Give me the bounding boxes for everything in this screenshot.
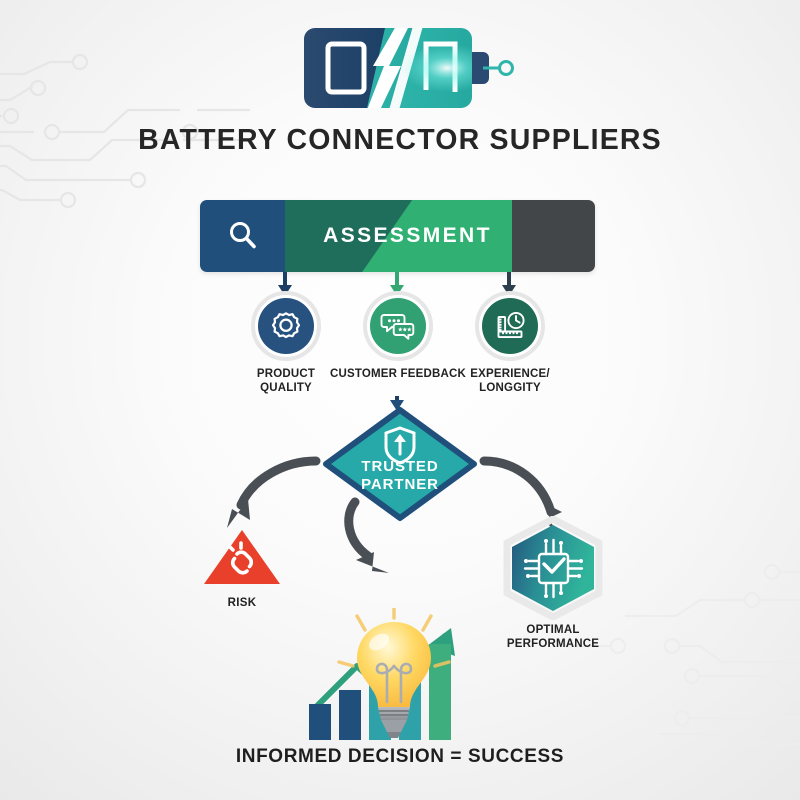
bar-1 <box>309 704 331 740</box>
criterion-customer-feedback[interactable]: CUSTOMER FEEDBACK <box>330 291 466 382</box>
criterion-ring <box>363 291 433 361</box>
criterion-ring <box>475 291 545 361</box>
criteria-row: PRODUCT QUALITY <box>234 291 574 411</box>
header: BATTERY CONNECTOR SUPPLIERS <box>0 18 800 157</box>
cpu-checkmark-icon <box>503 516 603 620</box>
criterion-ring <box>251 291 321 361</box>
clock-ruler-icon <box>497 311 525 339</box>
lightbulb-growth-chart-icon <box>295 606 505 740</box>
assessment-dark-segment <box>512 200 595 272</box>
page-title: BATTERY CONNECTOR SUPPLIERS <box>138 124 662 156</box>
criterion-product-quality[interactable]: PRODUCT QUALITY <box>234 291 338 395</box>
bar-5 <box>429 644 451 740</box>
assessment-bar[interactable]: ASSESSMENT <box>200 200 595 272</box>
trusted-partner-node[interactable]: TRUSTED PARTNER <box>322 406 478 522</box>
criterion-disc <box>370 298 426 354</box>
battery-logo <box>285 18 515 118</box>
outcome-optimal-label: OPTIMAL PERFORMANCE <box>506 624 600 650</box>
criterion-disc <box>482 298 538 354</box>
outcome-risk-label: RISK <box>227 597 257 609</box>
outcome-optimal-performance[interactable]: OPTIMAL PERFORMANCE <box>489 516 617 652</box>
result-label: INFORMED DECISION = SUCCESS <box>235 746 565 767</box>
result-block: INFORMED DECISION = SUCCESS <box>0 606 800 768</box>
criterion-label: CUSTOMER FEEDBACK <box>329 368 467 380</box>
assessment-search-segment[interactable] <box>200 200 285 272</box>
magnifier-icon <box>229 222 256 249</box>
shield-arrow-up-icon <box>384 426 416 465</box>
criterion-label: EXPERIENCE/ LONGGITY <box>470 368 550 394</box>
outcome-risk[interactable]: RISK <box>200 526 284 609</box>
criterion-label: PRODUCT QUALITY <box>256 368 316 394</box>
bar-2 <box>339 690 361 740</box>
assessment-label-segment: ASSESSMENT <box>285 200 512 272</box>
assessment-label: ASSESSMENT <box>323 224 492 247</box>
criterion-experience-longevity[interactable]: EXPERIENCE/ LONGGITY <box>458 291 562 395</box>
broken-chain-warning-icon <box>204 530 280 584</box>
gear-icon <box>271 312 301 339</box>
criterion-disc <box>258 298 314 354</box>
speech-bubbles-icon <box>380 314 415 340</box>
